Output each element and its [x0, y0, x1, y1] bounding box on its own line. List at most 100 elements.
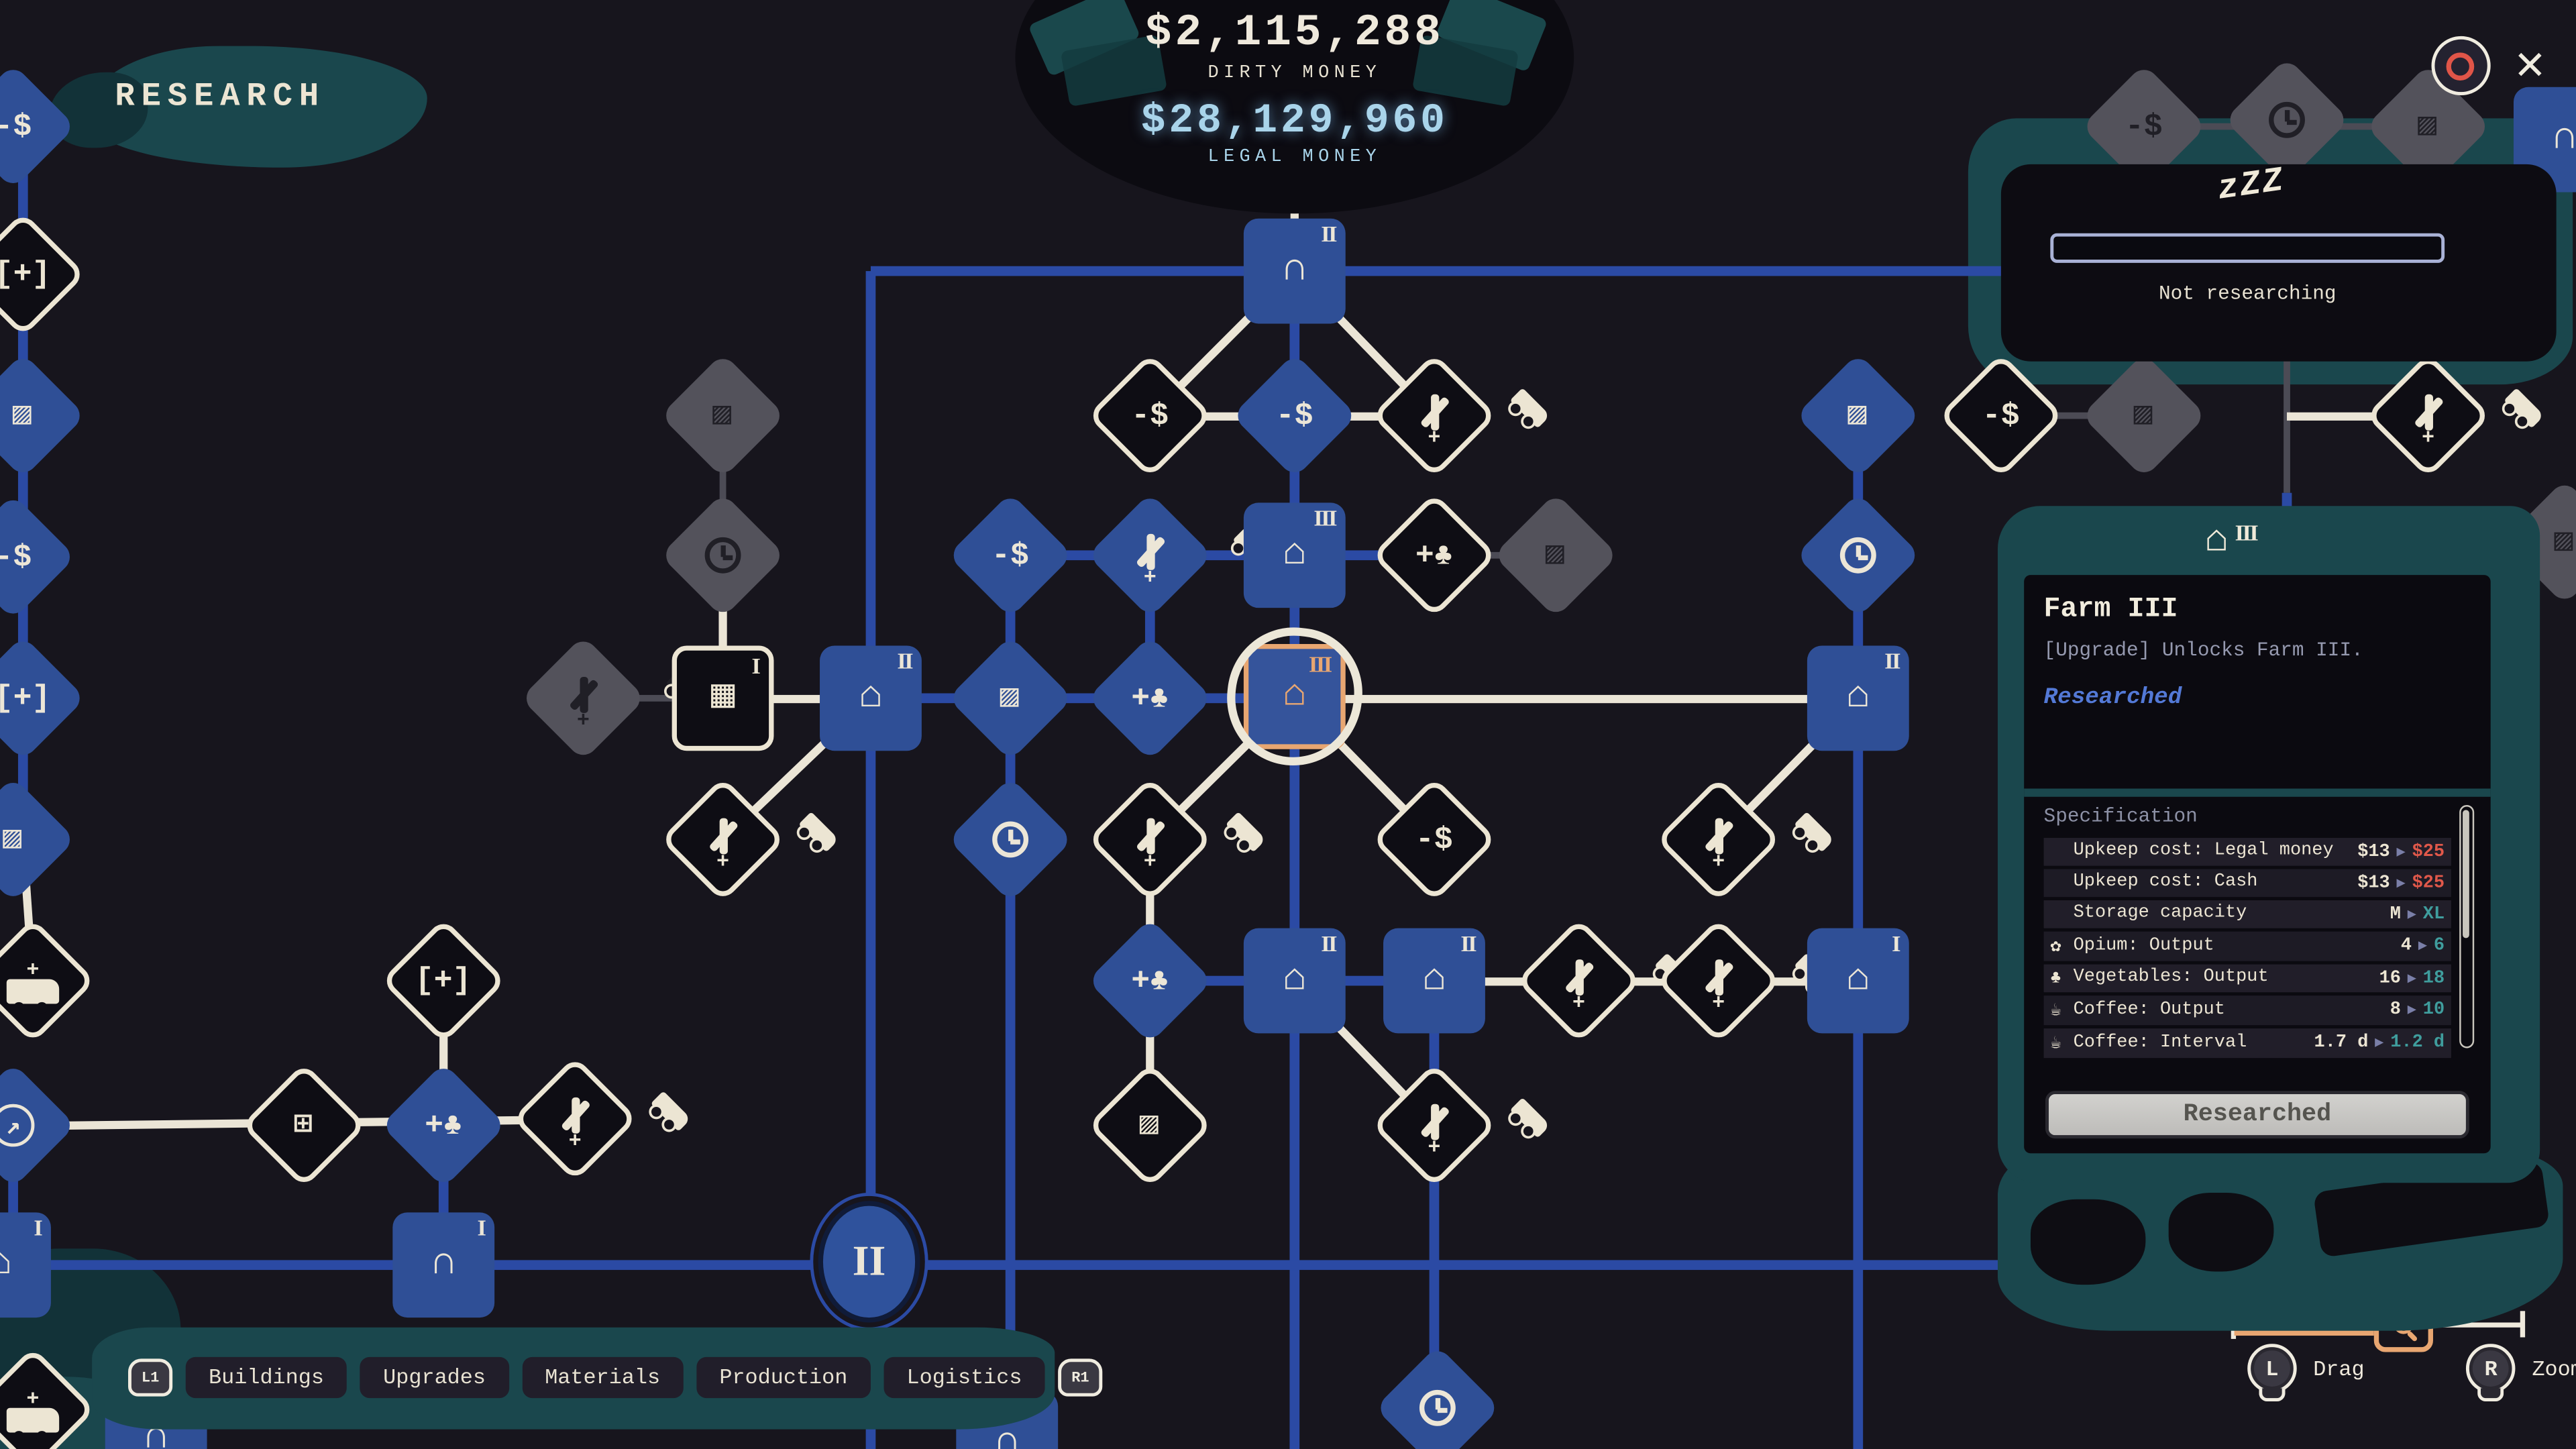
tech-node-tier-gate-II[interactable]: II	[818, 1201, 920, 1323]
tech-node-money[interactable]: -$	[947, 492, 1073, 619]
zoom-hint-label: Zoom	[2532, 1356, 2576, 1381]
tech-node-guns-truck[interactable]: +	[1087, 492, 1273, 619]
tech-node-window[interactable]: ▨	[1087, 1063, 1213, 1189]
tech-node-clock[interactable]	[660, 492, 786, 619]
tech-node-ranch-II[interactable]: ⌂II	[1383, 928, 1485, 1034]
tech-node-ranch-II[interactable]: ⌂II	[820, 645, 922, 751]
tech-node-person[interactable]: [+]	[0, 635, 86, 761]
tech-node-window[interactable]: ▨	[947, 635, 1073, 761]
farm-icon: ⌂	[2204, 519, 2229, 564]
tree-edge	[1010, 550, 1434, 561]
tech-node-clock[interactable]	[1375, 1345, 1501, 1449]
tree-edge	[1294, 694, 1858, 702]
tech-node-truck[interactable]: +	[0, 918, 96, 1044]
tree-edge	[870, 266, 2202, 276]
circle-gamepad-button-icon	[2431, 36, 2491, 96]
tab-logistics[interactable]: Logistics	[883, 1356, 1045, 1399]
tech-node-window[interactable]: ▨	[1795, 353, 1921, 479]
tech-node-ranch-III[interactable]: ⌂III	[1243, 502, 1346, 608]
tab-materials[interactable]: Materials	[521, 1356, 684, 1399]
tech-node-hangar-II[interactable]: ∩II	[1243, 218, 1346, 324]
farm-tier-icon: ⌂ III	[2204, 519, 2259, 564]
opium-icon: ✿	[2050, 938, 2061, 958]
tech-node-guns-truck[interactable]: +	[1515, 918, 1695, 1044]
spec-row: Upkeep cost: Cash$13▶$25	[2043, 869, 2451, 898]
tab-production[interactable]: Production	[696, 1356, 871, 1399]
tech-node-guns-truck[interactable]: +	[520, 635, 706, 761]
arrow-icon: ▶	[2396, 875, 2406, 892]
tech-node-money[interactable]: -$	[0, 494, 76, 620]
tech-node-window[interactable]: ▨	[0, 353, 86, 479]
legal-money-value: $28,129,960	[1140, 97, 1448, 145]
tech-node-guns-truck[interactable]: +	[1656, 918, 1835, 1044]
tooltip-status: Researched	[2043, 685, 2182, 712]
sunglasses-decor	[2168, 1192, 2274, 1272]
dirty-money-label: DIRTY MONEY	[1208, 64, 1382, 84]
truck-badge-icon	[2504, 388, 2544, 429]
dirty-money-value: $2,115,288	[1144, 9, 1444, 60]
right-bumper-icon[interactable]: R1	[1058, 1358, 1103, 1397]
tech-node-farm-I[interactable]: ⌂I	[1807, 928, 1909, 1034]
tab-buildings[interactable]: Buildings	[185, 1356, 347, 1399]
tech-node-money[interactable]: -$	[0, 64, 76, 190]
truck-badge-icon	[1225, 811, 1267, 853]
left-stick-icon: L	[2247, 1344, 2297, 1393]
tech-node-clock[interactable]	[1795, 492, 1921, 619]
specification-section: Specification Upkeep cost: Legal money$1…	[2043, 805, 2475, 1084]
right-stick-icon: R	[2466, 1344, 2516, 1393]
tech-node-farm-II[interactable]: ⌂II	[1243, 928, 1346, 1034]
coffee-icon: ☕	[2050, 1034, 2061, 1055]
tech-node-window[interactable]: ▨	[1493, 492, 1619, 619]
tech-node-farm-II[interactable]: ⌂II	[1807, 645, 1909, 751]
tech-node-leaf[interactable]: +♣	[1087, 635, 1213, 761]
tier-numeral: III	[2235, 522, 2259, 547]
research-status-label: Not researching	[2158, 282, 2337, 306]
tech-node-leaf[interactable]: +♣	[1371, 492, 1497, 619]
tech-node-person[interactable]: [+]	[0, 211, 86, 337]
tech-node-leaf[interactable]: +♣	[1087, 918, 1213, 1044]
tooltip-description: [Upgrade] Unlocks Farm III.	[2043, 639, 2363, 662]
tooltip-panel: Farm III [Upgrade] Unlocks Farm III. Res…	[2024, 575, 2491, 1154]
arrow-icon: ▶	[2407, 970, 2416, 987]
scrollbar-thumb[interactable]	[2461, 810, 2469, 938]
tech-node-mansion-I[interactable]: ▦I	[672, 645, 774, 751]
tech-node-clock[interactable]	[947, 776, 1073, 902]
close-button[interactable]: ✕	[2513, 42, 2546, 89]
tech-node-bank-I[interactable]: ⌂I	[0, 1212, 51, 1318]
tech-node-hangar-I[interactable]: ∩I	[392, 1212, 495, 1318]
tech-node-arrow[interactable]: ↗	[0, 1063, 76, 1189]
tooltip-title: Farm III	[2043, 594, 2178, 627]
tech-node-farm-III[interactable]: ⌂III	[1243, 644, 1346, 749]
tree-edge	[1434, 976, 1858, 985]
sunglasses-decor	[2030, 1199, 2146, 1285]
arrow-icon: ▶	[2375, 1034, 2384, 1052]
spec-row: Upkeep cost: Legal money$13▶$25	[2043, 837, 2451, 866]
arrow-icon: ▶	[2418, 938, 2428, 955]
tech-node-person[interactable]: [+]	[380, 918, 506, 1044]
tech-node-window[interactable]: ▨	[660, 353, 786, 479]
tech-node-battery[interactable]: ⊞	[241, 1063, 367, 1189]
legal-money-label: LEGAL MONEY	[1208, 148, 1382, 168]
researched-button[interactable]: Researched	[2045, 1091, 2469, 1139]
vegetables-icon: ♣	[2050, 968, 2061, 989]
tech-node-money[interactable]: -$	[1232, 353, 1358, 479]
tech-node-window[interactable]: ▨	[0, 776, 76, 902]
tech-node-guns-truck[interactable]: +	[512, 1056, 692, 1182]
truck-badge-icon	[798, 811, 839, 853]
left-bumper-icon[interactable]: L1	[128, 1358, 173, 1397]
tech-node-leaf[interactable]: +♣	[380, 1063, 506, 1189]
arrow-icon: ▶	[2407, 906, 2416, 923]
scrollbar[interactable]	[2459, 805, 2475, 1049]
tree-edge	[0, 1260, 2288, 1271]
coffee-icon: ☕	[2050, 1002, 2061, 1022]
tree-edge	[583, 694, 723, 702]
money-display: $2,115,288 DIRTY MONEY $28,129,960 LEGAL…	[884, 10, 1705, 168]
page-title: RESEARCH	[115, 78, 325, 117]
research-progress-bar	[2050, 233, 2445, 263]
tab-upgrades[interactable]: Upgrades	[360, 1356, 509, 1399]
